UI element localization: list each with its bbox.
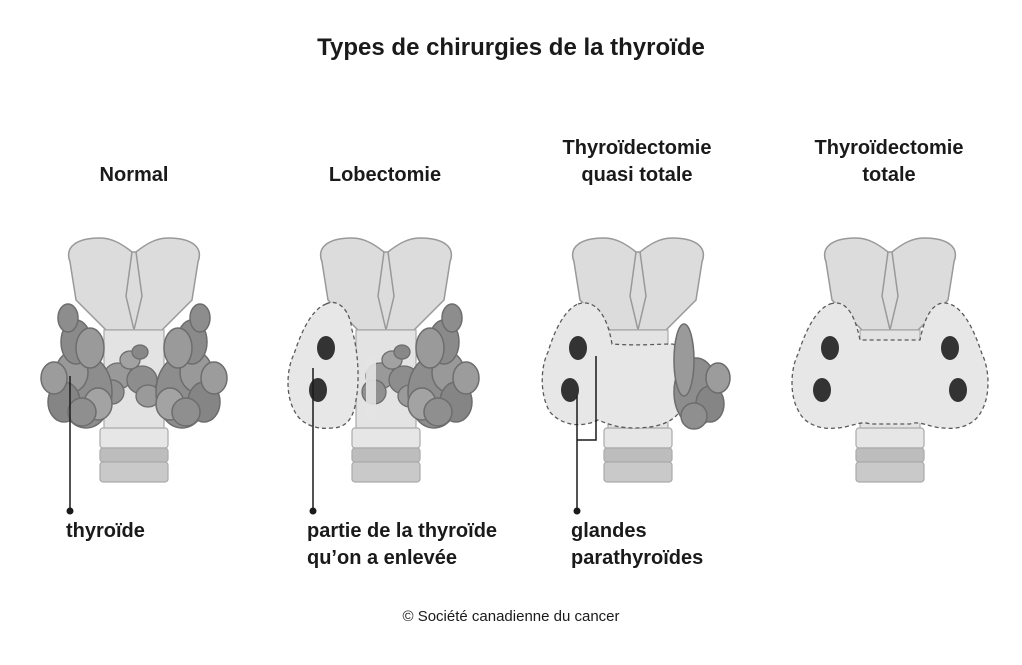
- copyright-footer: © Société canadienne du cancer: [402, 608, 620, 625]
- leader-line-thyroid: [66, 376, 74, 515]
- column-title-total: Thyroïdectomie totale: [814, 137, 964, 186]
- thyroid-lobectomy: [287, 237, 480, 483]
- column-title-normal: Normal: [99, 164, 169, 186]
- thyroid-normal: [40, 237, 228, 483]
- thyroid-near-total: [541, 237, 731, 483]
- label-removed-part: partie de la thyroïde qu’on a enlevée: [307, 520, 498, 569]
- label-thyroid: thyroïde: [66, 520, 145, 542]
- thyroid-total: [791, 237, 989, 483]
- label-parathyroid: glandes parathyroïdes: [571, 520, 704, 569]
- column-title-near-total: Thyroïdectomie quasi totale: [562, 137, 712, 186]
- column-title-lobectomy: Lobectomie: [328, 164, 442, 186]
- diagram-title: Types de chirurgies de la thyroïde: [317, 34, 705, 61]
- leader-line-removed: [309, 368, 317, 515]
- leader-line-parathyroid: [573, 356, 597, 515]
